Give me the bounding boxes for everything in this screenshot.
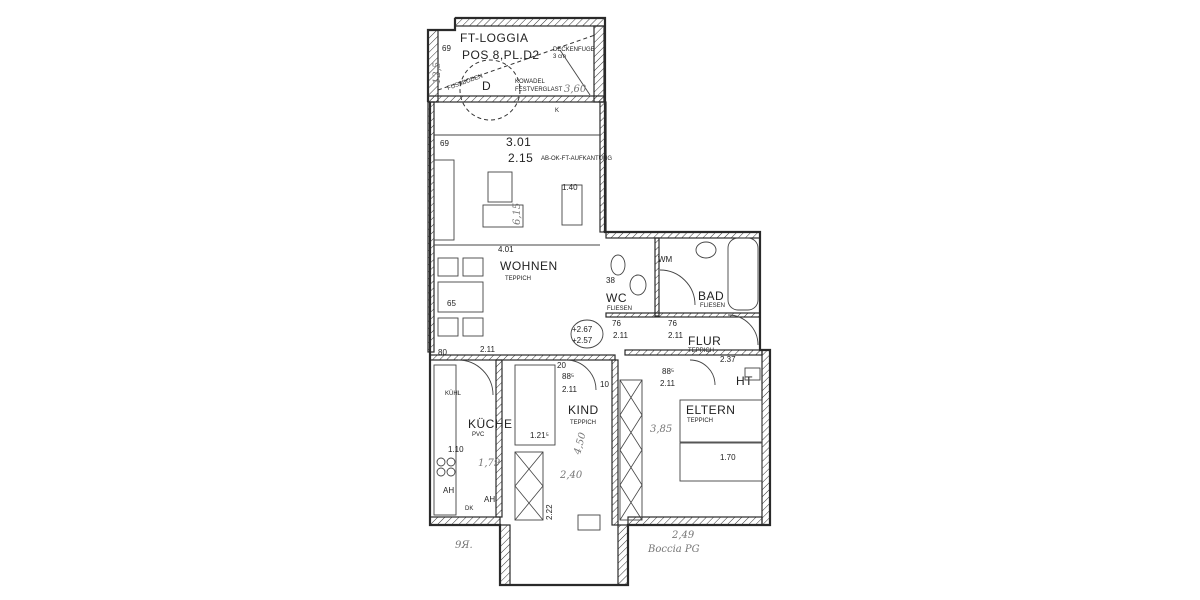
- dk-label: DK: [465, 506, 473, 512]
- handwritten-note-left: 9Я.: [455, 540, 473, 551]
- bad-floor: FLIESEN: [700, 303, 725, 309]
- dim-110: 1.10: [448, 445, 464, 454]
- living-furniture: [433, 134, 604, 349]
- dim-69: 69: [440, 139, 449, 148]
- room-wc: WC: [606, 291, 627, 305]
- dim-211-kind: 2.11: [562, 385, 578, 394]
- living-depth-note: 6,15: [512, 203, 523, 225]
- dim-69-top: 69: [442, 44, 451, 53]
- eltern-furniture: [679, 359, 763, 482]
- k-label: K: [555, 108, 559, 114]
- loggia: [426, 16, 607, 121]
- door-d-label: D: [482, 79, 491, 93]
- flur-floor: TEPPICH: [688, 348, 714, 354]
- room-eltern: ELTERN: [686, 403, 735, 417]
- wall-living-right: [599, 101, 607, 233]
- handwritten-note-right: Boccia PG: [647, 544, 700, 555]
- room-wm: WM: [658, 255, 673, 264]
- level-257: +2.57: [572, 336, 593, 345]
- kind-furniture: [514, 359, 643, 531]
- loggia-depth-note: 3,60: [564, 84, 587, 95]
- dim-211-bad: 2.11: [668, 331, 684, 340]
- kitchen-fixtures: [433, 359, 494, 516]
- wall-kind-left: [499, 524, 511, 586]
- kind-depth-note: 4,50: [572, 431, 589, 457]
- wall-left: [427, 101, 435, 353]
- fussboden-label: FUSSBODEN: [447, 73, 484, 91]
- kowadel-label: KOWADEL: [515, 79, 545, 85]
- kueche-width-note: 1,79: [478, 458, 501, 469]
- room-flur: FLUR: [688, 334, 721, 348]
- festverglast-label: FESTVERGLAST: [515, 87, 563, 93]
- dim-80: 80: [438, 348, 447, 357]
- dim-88-eltern: 88⁵: [662, 367, 674, 376]
- wall-kind-right: [617, 524, 629, 586]
- dim-38: 38: [606, 276, 615, 285]
- eltern-floor: TEPPICH: [687, 418, 713, 424]
- dim-121: 1.21⁵: [530, 431, 549, 440]
- ah-label: AH: [443, 486, 454, 495]
- dim-65: 65: [447, 299, 456, 308]
- dim-20: 20: [557, 361, 566, 370]
- deckenfuge-label: DECKENFUGE: [553, 47, 595, 53]
- kind-floor: TEPPICH: [570, 420, 596, 426]
- deckenfuge-size: 3 cm: [553, 54, 566, 60]
- dim-211-wc: 2.11: [613, 331, 629, 340]
- dim-170: 1.70: [720, 453, 736, 462]
- wohnen-floor: TEPPICH: [505, 276, 531, 282]
- kind-width-note: 2,40: [559, 470, 583, 481]
- kueche-floor: PVC: [472, 432, 485, 438]
- dim-10: 10: [600, 380, 609, 389]
- room-bad: BAD: [698, 289, 724, 303]
- dim-237: 2.37: [720, 355, 736, 364]
- loggia-side-note: 12,5: [432, 62, 443, 84]
- room-kueche: KÜCHE: [468, 417, 513, 431]
- wall-right: [761, 349, 771, 526]
- room-wohnen: WOHNEN: [500, 259, 558, 273]
- wc-floor: FLIESEN: [607, 306, 632, 312]
- dim-211-eltern: 2.11: [660, 379, 676, 388]
- loggia-pos: POS 8,PL.D2: [462, 48, 540, 62]
- dim-222: 2.22: [545, 504, 554, 520]
- dim-140: 1.40: [562, 183, 578, 192]
- ht-label: HT: [736, 374, 753, 388]
- dim-215: 2.15: [508, 151, 533, 165]
- bath-fixtures: [610, 237, 759, 311]
- kuehl-label: KÜHL: [445, 390, 462, 397]
- dim-76-b: 76: [668, 319, 677, 328]
- dim-88-kind: 88⁵: [562, 372, 574, 381]
- dim-301: 3.01: [506, 135, 531, 149]
- dim-401: 4.01: [498, 245, 514, 254]
- ah-label-2: AH: [484, 495, 495, 504]
- eltern-width-note: 3,85: [650, 424, 672, 435]
- room-kind: KIND: [568, 403, 599, 417]
- aufkantung-label: AB-OK-FT-AUFKANTUNG: [541, 156, 612, 162]
- dim-211-wohnen: 2.11: [480, 345, 496, 354]
- dim-76-a: 76: [612, 319, 621, 328]
- loggia-title: FT-LOGGIA: [460, 31, 529, 45]
- level-267: +2.67: [572, 325, 593, 334]
- eltern-bottom-note: 2,49: [671, 530, 695, 541]
